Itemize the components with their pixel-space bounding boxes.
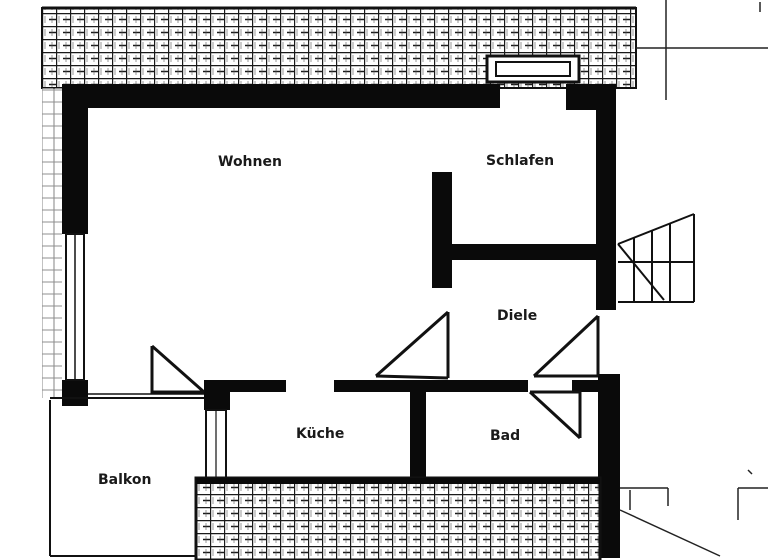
dimension-lines (619, 0, 768, 557)
door-swings (150, 310, 600, 440)
room-label-diele: Diele (497, 308, 537, 324)
roof-hatch-bottom (194, 476, 602, 560)
room-label-balkon: Balkon (98, 472, 151, 488)
room-label-kueche: Küche (296, 426, 344, 442)
left-exterior-hatch (42, 88, 62, 398)
room-label-wohnen: Wohnen (218, 154, 282, 170)
staircase (617, 213, 695, 303)
room-label-bad: Bad (490, 428, 520, 444)
roof-hatch-top (41, 6, 637, 89)
walls (62, 84, 620, 558)
kitchen-window (205, 409, 227, 481)
room-label-schlafen: Schlafen (486, 153, 554, 169)
left-window (65, 233, 85, 381)
balkon-outline (49, 393, 204, 557)
skylight (485, 54, 581, 84)
